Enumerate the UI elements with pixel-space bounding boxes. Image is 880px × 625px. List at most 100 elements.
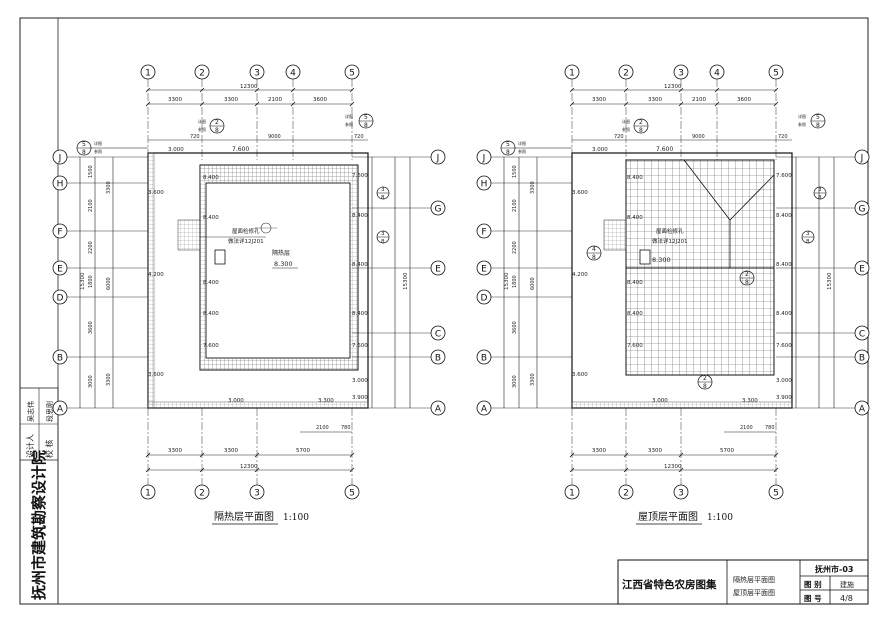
plan-title: 屋顶层平面图 <box>638 511 698 523</box>
bottom-dim-2: 3300 <box>648 448 662 454</box>
axis-marker-top: 2 <box>618 64 634 80</box>
vdim-1: 1500 <box>88 165 94 178</box>
detail-sheet: 8 <box>816 122 820 129</box>
axis-marker-right-label: G <box>435 205 442 215</box>
sub-dim-1: 2100 <box>740 425 753 431</box>
detail-sheet: 8 <box>818 195 822 201</box>
elev-1: 7.600 <box>656 146 673 153</box>
axis-marker-top-label: 3 <box>254 69 260 79</box>
detail-sheet: 8 <box>381 195 385 201</box>
elev-18: 8.400 <box>352 311 368 317</box>
axis-marker-left-label: D <box>481 294 488 304</box>
detail-num: 5 <box>506 141 510 148</box>
institute-name: 抚州市建筑勘察设计院 <box>30 450 48 600</box>
sub-dim-2: 780 <box>341 425 351 431</box>
axis-marker-left: J <box>52 149 68 165</box>
bottom-total: 12300 <box>240 464 258 470</box>
total-height: 15300 <box>504 272 510 290</box>
number-value: 4/8 <box>840 594 853 603</box>
axis-marker-left-label: F <box>57 228 62 238</box>
detail-callout: 5 8 详图 参照 <box>798 113 826 129</box>
vdim-3: 2200 <box>88 241 94 254</box>
role-checker: 校 核 <box>44 439 54 458</box>
axis-marker-left-label: D <box>57 294 64 304</box>
axis-marker-left-label: E <box>481 265 487 275</box>
axis-marker-top-label: 2 <box>623 69 629 79</box>
elev-11: 7.600 <box>776 343 792 349</box>
name-checker: 段思刚 <box>45 401 54 422</box>
axis-marker-left: F <box>52 223 68 239</box>
detail-callout: 2 8 <box>697 374 713 390</box>
collection-title: 江西省特色农房图集 <box>622 578 717 591</box>
axis-marker-right: A <box>854 400 870 416</box>
detail-num: 5 <box>364 114 368 121</box>
edge-dim-2: 9000 <box>692 134 705 140</box>
axis-marker-top: 1 <box>564 64 580 80</box>
detail-callout: 5 8 详图 参照 <box>345 113 374 129</box>
axis-marker-top: 5 <box>768 64 784 80</box>
hatch-note-1: 屋面检修孔 <box>232 227 260 235</box>
axis-marker-bottom-label: 1 <box>569 489 575 499</box>
axis-marker-left: B <box>476 349 492 365</box>
axis-marker-top: 3 <box>673 64 689 80</box>
detail-sheet: 8 <box>745 279 749 286</box>
axis-marker-left: H <box>476 175 492 191</box>
category-value: 建施 <box>840 580 854 589</box>
vdim-2: 2100 <box>88 199 94 212</box>
drawing-name-1: 隔热层平面图 <box>733 575 775 584</box>
axis-marker-bottom-label: 5 <box>773 489 779 499</box>
hatch-note-2: 做法详12J201 <box>228 237 264 245</box>
hatch-note-2: 做法详12J201 <box>652 237 688 245</box>
edge-dim-1: 720 <box>190 134 200 140</box>
axis-marker-right: C <box>430 325 446 341</box>
edge-dim-3: 720 <box>354 134 364 140</box>
top-dim-1: 3300 <box>592 97 606 103</box>
vdim-2: 2100 <box>512 199 518 212</box>
detail-callout: 2 8 <box>739 270 755 286</box>
top-dim-3: 2100 <box>268 97 282 103</box>
elev-9: 8.400 <box>352 213 368 219</box>
axis-marker-top: 1 <box>140 64 156 80</box>
vdim-6: 3000 <box>512 375 518 388</box>
elevation-marks: 7.600 3.000 3.000 3.300 8.400 8.400 8.40… <box>148 146 368 404</box>
elev-3: 3.000 <box>652 398 668 404</box>
axis-marker-left-label: A <box>481 405 488 415</box>
side-block: 抚州市建筑勘察设计院 设计人 校 核 吴志伟 段思刚 <box>19 387 59 605</box>
callout-label: 参照 <box>345 121 353 127</box>
axis-marker-bottom: 2 <box>618 484 634 500</box>
axis-marker-left-label: A <box>57 405 64 415</box>
axis-marker-left: A <box>476 400 492 416</box>
axis-marker-left-label: H <box>481 180 488 190</box>
axis-marker-right: C <box>854 325 870 341</box>
callout-label: 详图 <box>798 113 806 119</box>
detail-num: 3 <box>381 187 385 193</box>
vtotal-3: 3300 <box>106 373 112 386</box>
vdim-3: 2200 <box>512 241 518 254</box>
callout-label: 参照 <box>94 148 102 154</box>
detail-sheet: 8 <box>364 122 368 129</box>
axis-marker-right-label: E <box>859 265 865 275</box>
elev-6: 8.400 <box>627 215 643 221</box>
detail-num: 3 <box>806 231 810 237</box>
elev-3: 3.000 <box>228 398 244 404</box>
axis-marker-bottom-label: 1 <box>145 489 151 499</box>
detail-num: 2 <box>703 375 707 382</box>
top-dim-2: 3300 <box>224 97 238 103</box>
axis-marker-left-label: B <box>481 354 487 364</box>
elev-19: 7.600 <box>203 343 219 349</box>
axis-marker-top: 2 <box>194 64 210 80</box>
elev-16: 3.000 <box>776 378 792 384</box>
axis-marker-left: B <box>52 349 68 365</box>
detail-num: 5 <box>82 141 86 148</box>
axis-marker-bottom: 3 <box>673 484 689 500</box>
axis-marker-right-label: J <box>436 154 440 164</box>
bottom-dim-1: 3300 <box>168 448 182 454</box>
detail-sheet: 8 <box>506 149 510 156</box>
axis-marker-right-label: A <box>859 405 866 415</box>
category-label: 图 别 <box>804 580 822 589</box>
edge-dim-1: 720 <box>614 134 624 140</box>
axis-marker-top-label: 1 <box>569 69 575 79</box>
